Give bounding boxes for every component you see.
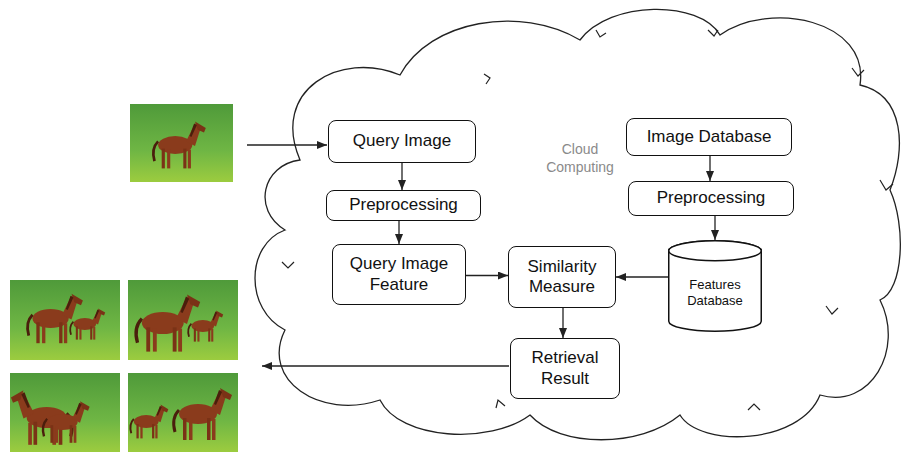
box-label: Query Image Feature xyxy=(339,254,459,295)
process-box: Preprocessing xyxy=(326,190,481,221)
flow-arrow xyxy=(401,163,402,190)
database-cylinder: Features Database xyxy=(668,240,762,332)
box-label: Features Database xyxy=(674,277,756,310)
process-box: Image Database xyxy=(626,118,792,156)
query-photo xyxy=(130,104,233,182)
flow-arrow xyxy=(562,308,563,338)
result-photo xyxy=(128,373,238,452)
flow-arrow xyxy=(616,276,668,277)
process-box: Query Image Feature xyxy=(332,244,466,305)
flow-arrow xyxy=(398,221,399,244)
result-photo xyxy=(128,280,238,360)
output-arrow xyxy=(262,365,509,366)
box-label: Preprocessing xyxy=(657,188,766,208)
process-box: Query Image xyxy=(328,120,476,163)
cloud-region: Cloud Computing Query Image Image Database… xyxy=(248,0,911,452)
box-label: Preprocessing xyxy=(349,195,458,215)
box-label: Query Image xyxy=(353,131,451,151)
box-label: Retrieval Result xyxy=(517,348,613,389)
input-arrow xyxy=(247,144,327,145)
flow-arrow xyxy=(466,275,508,276)
flow-arrow xyxy=(714,216,715,240)
cloud-ticks xyxy=(282,30,893,410)
process-box: Similarity Measure xyxy=(508,246,616,308)
process-box: Preprocessing xyxy=(628,181,794,216)
cloud-path xyxy=(255,9,900,439)
flow-arrow xyxy=(709,156,710,181)
process-box: Retrieval Result xyxy=(510,338,620,399)
result-photo xyxy=(10,280,120,360)
box-label: Image Database xyxy=(647,127,772,147)
region-label: Cloud Computing xyxy=(538,140,622,176)
result-photo xyxy=(10,373,120,452)
box-label: Similarity Measure xyxy=(515,257,609,298)
